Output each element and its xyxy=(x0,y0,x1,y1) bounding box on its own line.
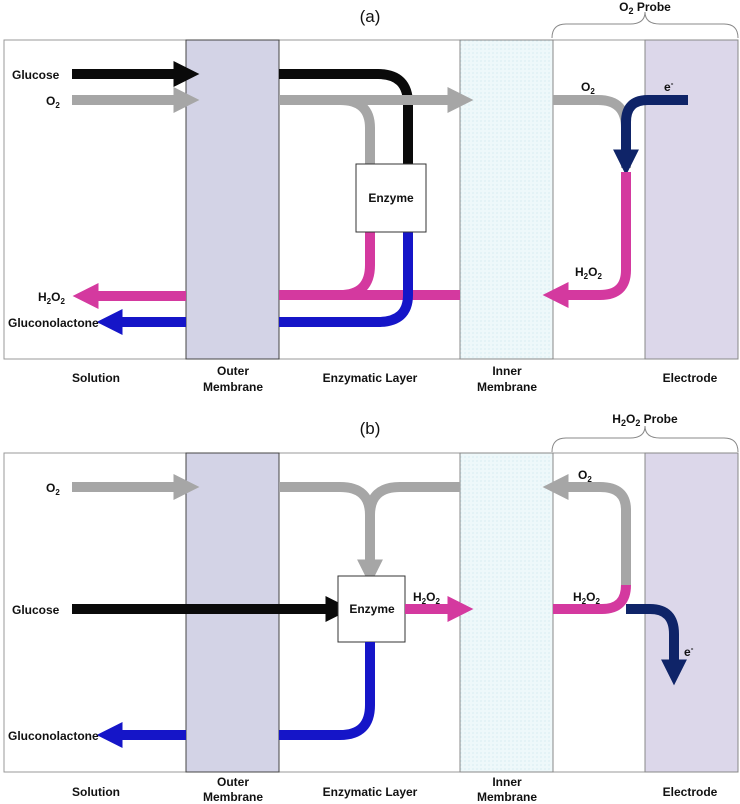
layer-label-outer-2: Membrane xyxy=(203,790,263,804)
layer-label-solution: Solution xyxy=(72,785,120,799)
panel-a: (a) O2 Probe Enzyme Glucose O2 xyxy=(3,0,739,394)
h2o2-probe-label: H2O2 xyxy=(575,265,602,281)
o2-label: O2 xyxy=(46,94,60,110)
enzyme-box xyxy=(355,163,427,233)
h2o2-probe-label: H2O2 xyxy=(573,590,600,606)
h2o2-probe-path xyxy=(553,584,631,614)
gluconolactone-path xyxy=(279,642,375,740)
o2-probe-return xyxy=(542,474,631,585)
electron-label: e- xyxy=(664,79,674,94)
electrode xyxy=(644,39,739,360)
probe-label-h2o2: H2O2 Probe xyxy=(612,412,678,428)
panel-b-letter: (b) xyxy=(360,419,381,438)
inner-membrane xyxy=(459,452,554,773)
probe-bracket xyxy=(551,11,739,39)
layer-label-inner-1: Inner xyxy=(492,364,522,378)
layer-label-enzymatic: Enzymatic Layer xyxy=(323,785,418,799)
o2-probe-label: O2 xyxy=(581,80,595,96)
gluconolactone-label: Gluconolactone xyxy=(8,316,99,330)
enzyme-label: Enzyme xyxy=(349,602,395,616)
layer-label-solution: Solution xyxy=(72,371,120,385)
h2o2-probe-path xyxy=(542,172,631,308)
glucose-label: Glucose xyxy=(12,603,60,617)
layer-label-inner-2: Membrane xyxy=(477,790,537,804)
glucose-label: Glucose xyxy=(12,68,60,82)
probe-label-o2: O2 Probe xyxy=(619,0,671,16)
panel-b: (b) H2O2 Probe Enzyme O2 Glucose Glucono… xyxy=(3,412,739,804)
outer-membrane xyxy=(185,39,280,360)
electron-arrow xyxy=(626,604,687,686)
layer-label-electrode: Electrode xyxy=(663,371,718,385)
layer-label-outer-1: Outer xyxy=(217,775,249,789)
o2-recycled-to-enzyme xyxy=(365,482,460,516)
o2-probe-label: O2 xyxy=(578,468,592,484)
electron-label: e- xyxy=(684,644,694,659)
layer-label-inner-1: Inner xyxy=(492,775,522,789)
h2o2-out-label: H2O2 xyxy=(38,290,65,306)
electron-arrow xyxy=(613,95,688,176)
layer-label-electrode: Electrode xyxy=(663,785,718,799)
inner-membrane xyxy=(459,39,554,360)
gluconolactone-path xyxy=(279,230,413,327)
gluconolactone-label: Gluconolactone xyxy=(8,729,99,743)
enzyme-label: Enzyme xyxy=(368,191,414,205)
layer-label-outer-1: Outer xyxy=(217,364,249,378)
panel-a-letter: (a) xyxy=(360,7,381,26)
layer-label-inner-2: Membrane xyxy=(477,380,537,394)
o2-label: O2 xyxy=(46,481,60,497)
h2o2-enzyme-label: H2O2 xyxy=(413,590,440,606)
layer-label-enzymatic: Enzymatic Layer xyxy=(323,371,418,385)
probe-bracket xyxy=(551,425,739,453)
layer-label-outer-2: Membrane xyxy=(203,380,263,394)
o2-path-to-enzyme xyxy=(339,95,375,165)
